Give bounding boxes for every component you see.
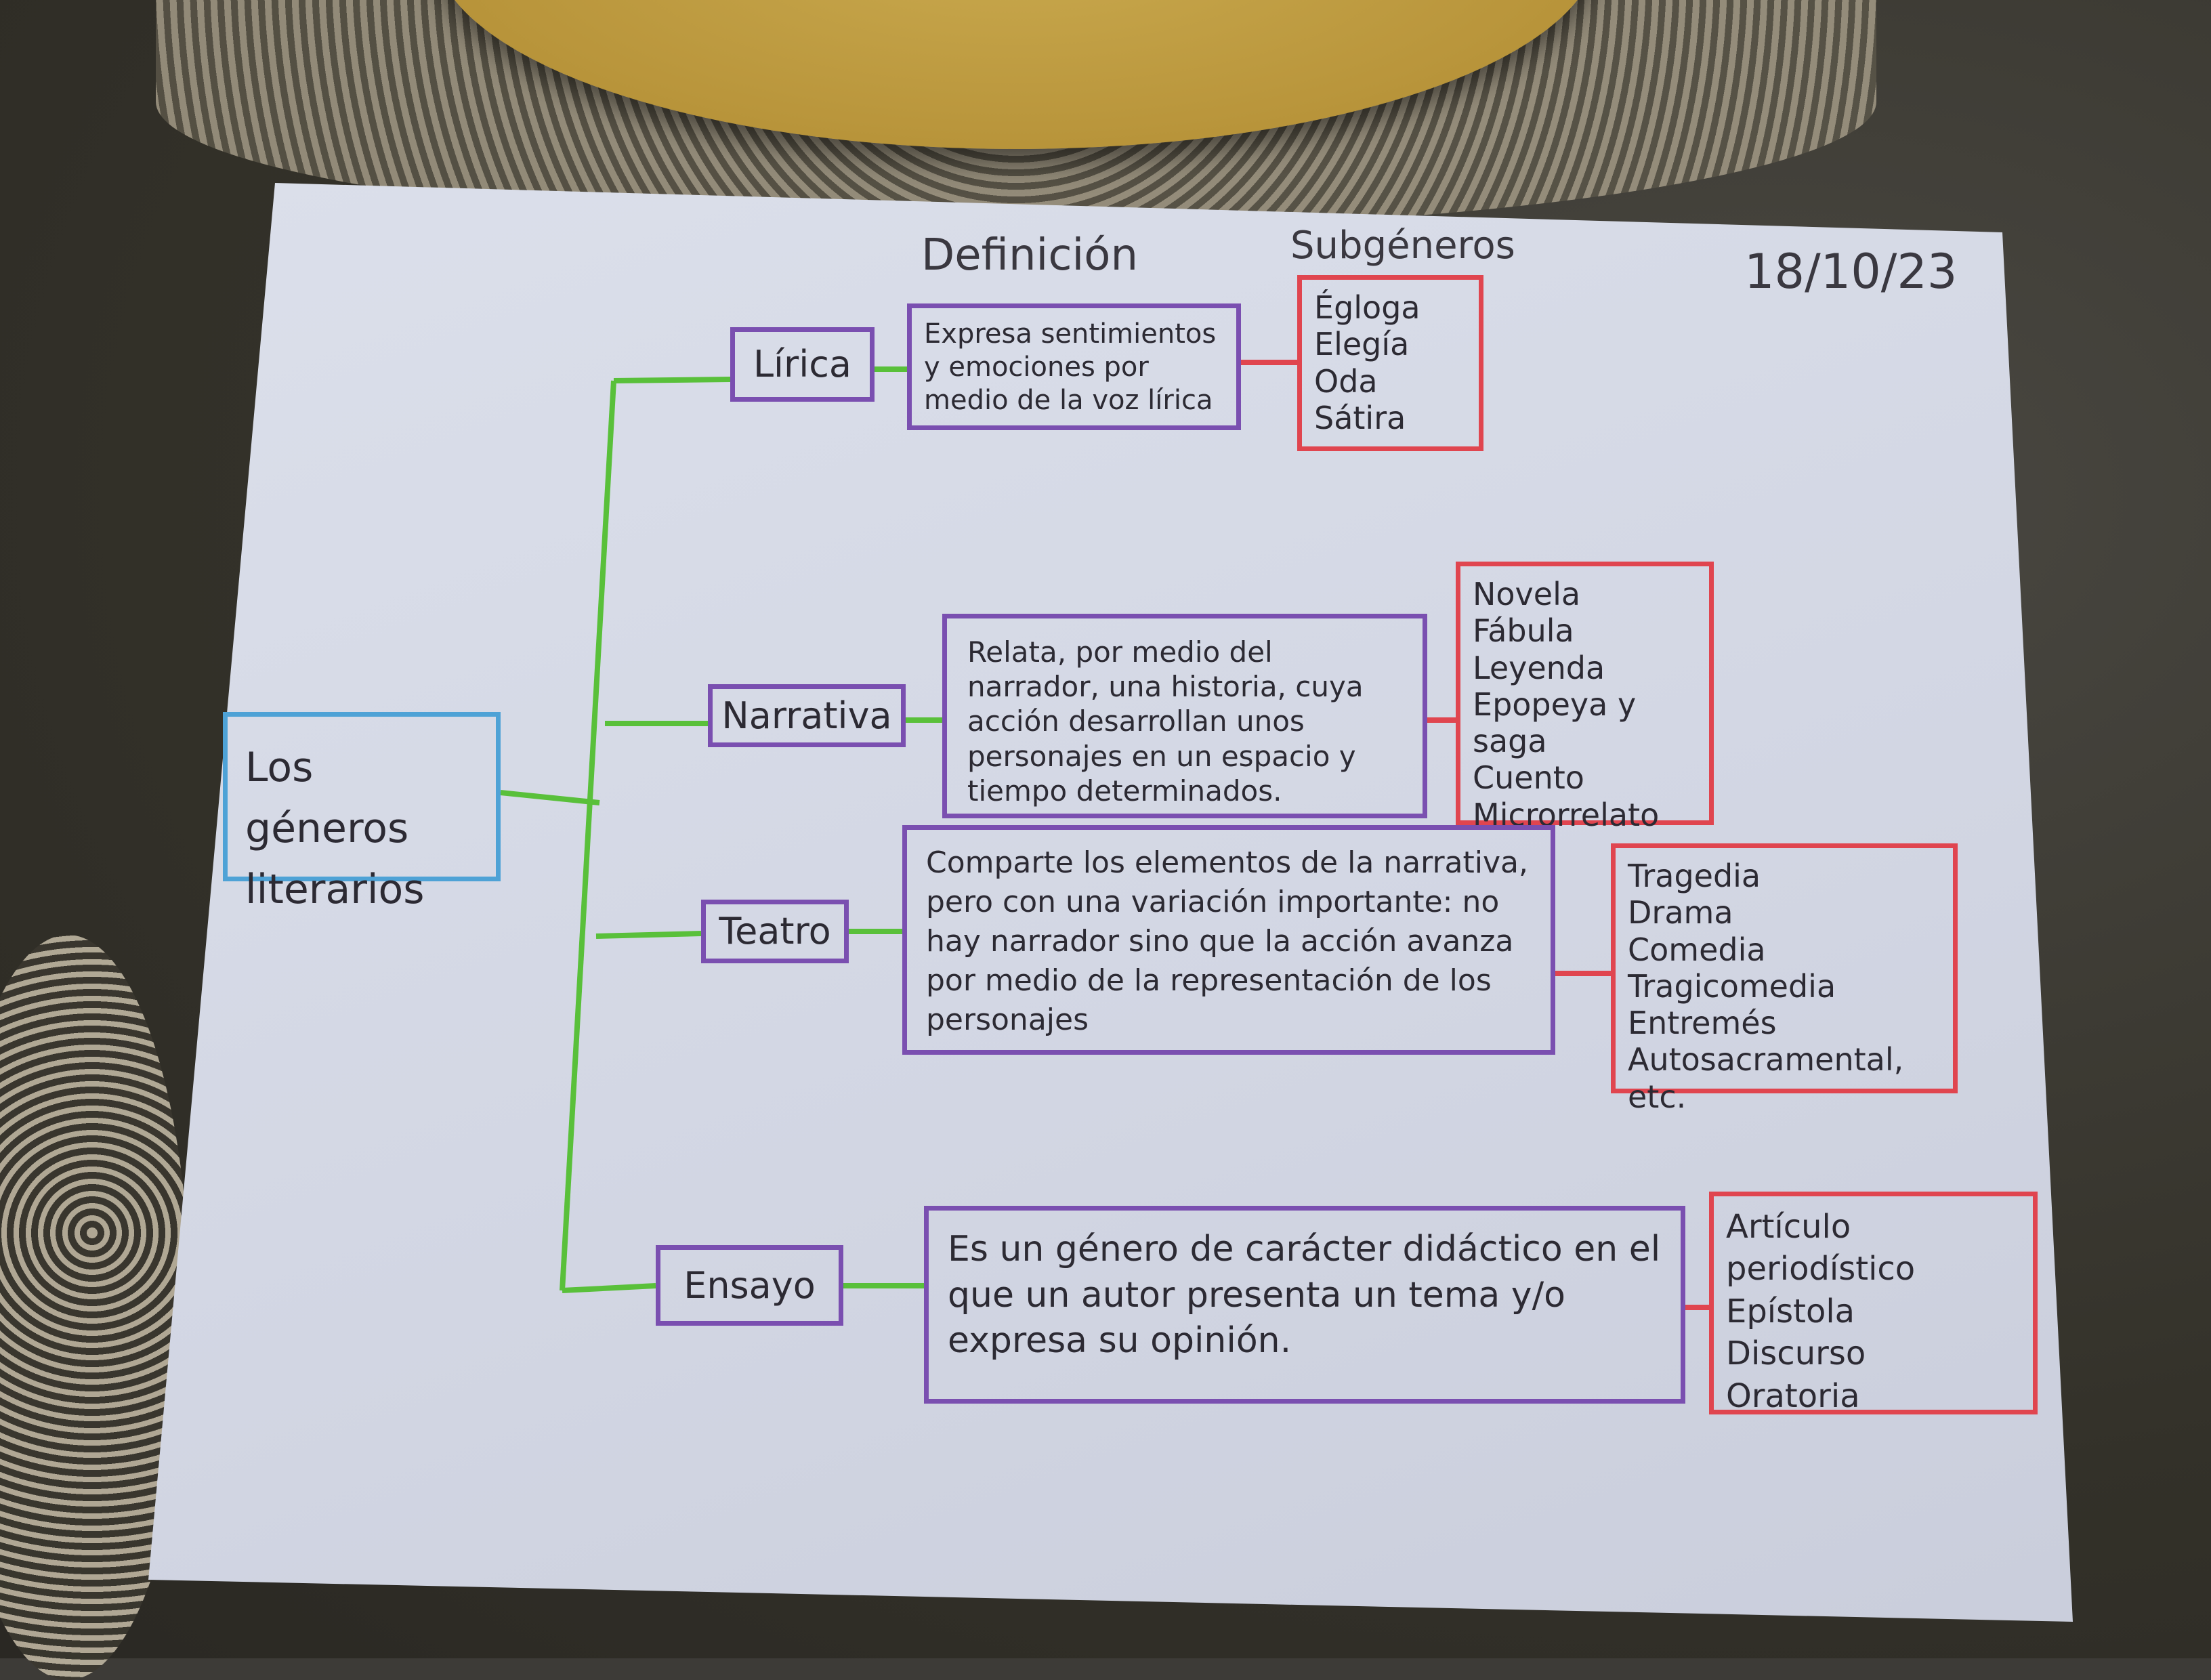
subgenre-item: Comedia	[1628, 931, 1766, 968]
subgenre-item: Drama	[1628, 894, 1733, 931]
subgenre-item: Sátira	[1314, 399, 1406, 436]
genre-teatro: Teatro	[701, 900, 849, 963]
definition-ensayo: Es un género de carácter didáctico en el…	[924, 1206, 1685, 1404]
definition-lirica: Expresa sentimientos y emociones por med…	[907, 303, 1241, 430]
genre-lirica: Lírica	[730, 327, 875, 402]
subgenres-lirica: Égloga Elegía Oda Sátira	[1297, 275, 1483, 451]
subgenre-item: Novela	[1473, 576, 1581, 612]
branch-lirica	[613, 377, 731, 383]
date-label: 18/10/23	[1744, 244, 1958, 299]
subgenre-item: Cuento	[1473, 759, 1584, 797]
subgenre-item: Epístola	[1726, 1292, 1855, 1330]
genre-narrativa: Narrativa	[708, 684, 906, 747]
definition-header: Definición	[921, 230, 1138, 280]
subgenre-item: Égloga	[1314, 289, 1420, 326]
subgenre-item: Artículo periodístico	[1726, 1208, 1916, 1288]
branch-ensayo	[562, 1283, 656, 1293]
subgenres-narrativa: Novela Fábula Leyenda Epopeya y saga Cue…	[1456, 562, 1714, 833]
genre-ensayo: Ensayo	[656, 1245, 843, 1326]
subgenres-header: Subgéneros	[1290, 224, 1515, 268]
subgenre-item: Oda	[1314, 362, 1378, 400]
branch-teatro	[595, 931, 702, 939]
subgenre-item: Leyenda	[1473, 649, 1605, 686]
trunk-line	[560, 380, 616, 1291]
root-node: Los géneros literarios	[223, 712, 501, 913]
subgenre-item: Autosacramental, etc.	[1628, 1041, 1904, 1115]
subgenre-item: Tragedia	[1628, 858, 1761, 894]
subgenre-item: Oratoria	[1726, 1377, 1860, 1415]
subgenre-item: Epopeya y saga	[1473, 686, 1637, 760]
subgenre-item: Elegía	[1314, 326, 1410, 363]
root-connector	[500, 790, 600, 805]
subgenres-ensayo: Artículo periodístico Epístola Discurso …	[1709, 1192, 2038, 1415]
subgenre-item: Discurso	[1726, 1335, 1866, 1373]
subgenre-item: Tragicomedia	[1628, 967, 1836, 1005]
subgenre-item: Fábula	[1473, 612, 1574, 650]
definition-teatro: Comparte los elementos de la narrativa, …	[902, 825, 1555, 1055]
subgenres-teatro: Tragedia Drama Comedia Tragicomedia Entr…	[1611, 843, 1958, 1115]
subgenre-item: Entremés	[1628, 1005, 1777, 1042]
definition-narrativa: Relata, por medio del narrador, una hist…	[942, 614, 1427, 818]
